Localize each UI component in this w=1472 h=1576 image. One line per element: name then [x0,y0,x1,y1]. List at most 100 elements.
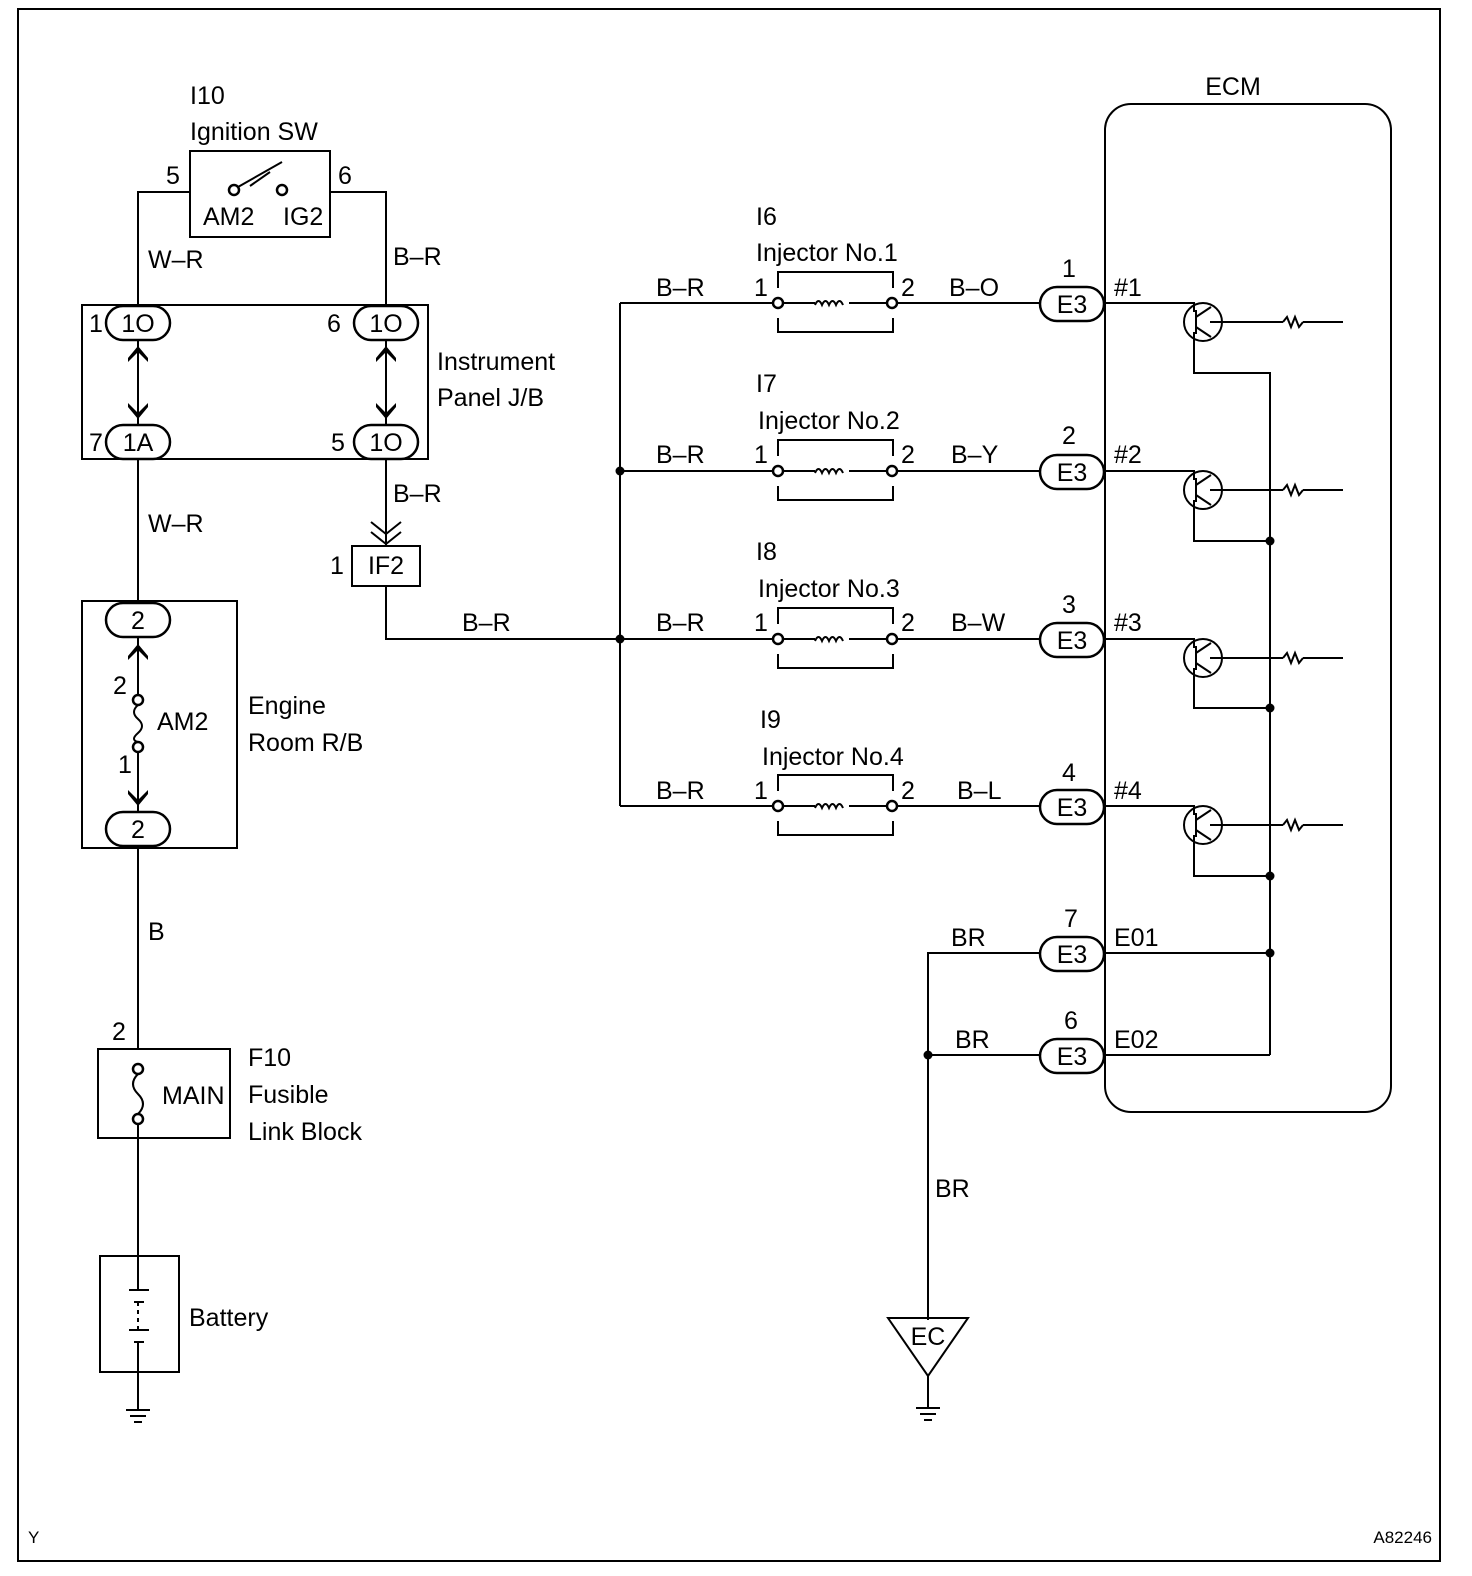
pin-in: 1 [754,777,768,805]
e01-pin: 7 [1064,905,1078,933]
injector-name: Injector No.2 [758,407,900,435]
injector-row-4: B–R 1 2 B–L E3 4 #4 [620,759,1185,836]
erb-name-line2: Room R/B [248,729,363,757]
pin-out: 2 [901,441,915,469]
injector-name: Injector No.3 [758,575,900,603]
injector-code: I6 [756,203,777,231]
fusible-name-line1: Fusible [248,1081,329,1109]
wire-label-br-e01: BR [951,924,986,952]
ipjb-pin-5: 5 [331,429,345,457]
fusible-code: F10 [248,1044,291,1072]
ipjb-pin-1: 1 [89,310,103,338]
erb-pin-lower: 1 [118,751,132,779]
fusible-name-line2: Link Block [248,1118,362,1146]
conn-label: E3 [1057,459,1088,487]
e02-pin: 6 [1064,1007,1078,1035]
wire-b-r-horiz [385,586,620,640]
wire-br [927,952,1040,1320]
fusible-pin: 2 [112,1018,126,1046]
wire-label-out: B–L [957,777,1002,805]
wire-label-b-r-horiz: B–R [462,609,511,637]
conn-label: E3 [1057,794,1088,822]
wire-label-b-r-mid: B–R [393,480,442,508]
engine-room-rb [81,600,238,849]
transistor-icon [1183,638,1344,678]
ignition-sw-name: Ignition SW [190,118,318,146]
injector-body [777,607,894,669]
wire-label-in: B–R [656,441,705,469]
pin-out: 2 [901,274,915,302]
transistor-icon [1183,302,1344,342]
wire-b-r-top [330,191,387,305]
pin-out: 2 [901,777,915,805]
injector-row-1: B–R 1 2 B–O E3 1 #1 [620,255,1185,333]
ground-point-label: EC [911,1323,946,1351]
e02-conn: E3 [1057,1043,1088,1071]
wire-label-in: B–R [656,777,705,805]
ecm-term: #4 [1114,777,1142,805]
wire-label-b: B [148,918,165,946]
injector-name: Injector No.4 [762,743,904,771]
wire-label-b-r-top: B–R [393,243,442,271]
injector-code: I8 [756,538,777,566]
corner-right-label: A82246 [1373,1528,1432,1547]
erb-conn-bottom: 2 [131,816,145,844]
ipjb-name-line1: Instrument [437,348,555,376]
pin-in: 1 [754,441,768,469]
injector-1: I6 Injector No.1 [756,203,898,267]
coil-icon [814,803,844,809]
injector-row-2: B–R 1 2 B–Y E3 2 #2 [620,422,1185,501]
pin-out: 2 [901,609,915,637]
fusible-fuse-main: MAIN [162,1082,225,1110]
ignition-term-am2: AM2 [203,203,254,231]
ecm-label: ECM [1205,73,1261,101]
conn-br-label: 1O [369,429,402,457]
page-frame [17,8,1441,1562]
wire-label-in: B–R [656,274,705,302]
ecm-pin: 1 [1062,255,1076,283]
ground-icon [125,1409,151,1423]
battery [99,1255,180,1373]
if2-pin: 1 [330,552,344,580]
ignition-contact-am2 [227,183,241,197]
conn-tr-label: 1O [369,310,402,338]
ignition-sw-code: I10 [190,82,225,110]
conn-tl-label: 1O [121,310,154,338]
ecm-term: #2 [1114,441,1142,469]
fusible-link-block [97,1048,231,1139]
wire-label-out: B–Y [951,441,999,469]
wire-label-w-r-mid: W–R [148,510,204,538]
erb-fuse-am2: AM2 [157,708,208,736]
injector-name: Injector No.1 [756,239,898,267]
ignition-switch [189,150,331,238]
ecm-pin: 4 [1062,759,1076,787]
ipjb-pin-7: 7 [89,429,103,457]
wire-w-r-top [137,191,190,305]
ground-point-ec [886,1317,970,1378]
injector-body [777,439,894,501]
injector-code: I9 [760,706,781,734]
transistor-icon [1183,805,1344,845]
coil-icon [814,468,844,474]
ignition-pin-6: 6 [338,162,352,190]
wire-label-br-ground: BR [935,1175,970,1203]
coil-icon [814,636,844,642]
ecm-pin: 2 [1062,422,1076,450]
injector-3: I8 Injector No.3 [756,538,900,603]
ignition-pin-5: 5 [166,162,180,190]
pin-in: 1 [754,274,768,302]
injector-row-3: B–R 1 2 B–W E3 3 #3 [620,591,1185,669]
ecm-pin: 3 [1062,591,1076,619]
pin-in: 1 [754,609,768,637]
if2-label: IF2 [368,552,404,580]
wire-label-out: B–W [951,609,1006,637]
ecm-ground-bus [1193,332,1271,1055]
e02-term: E02 [1114,1026,1158,1054]
e01-term: E01 [1114,924,1158,952]
fuse-am2-icon [133,704,143,743]
wire-label-br-e02: BR [955,1026,990,1054]
e01-conn: E3 [1057,941,1088,969]
erb-conn-top: 2 [131,607,145,635]
ignition-switch-blade [237,161,283,188]
corner-left-label: Y [28,1528,39,1547]
